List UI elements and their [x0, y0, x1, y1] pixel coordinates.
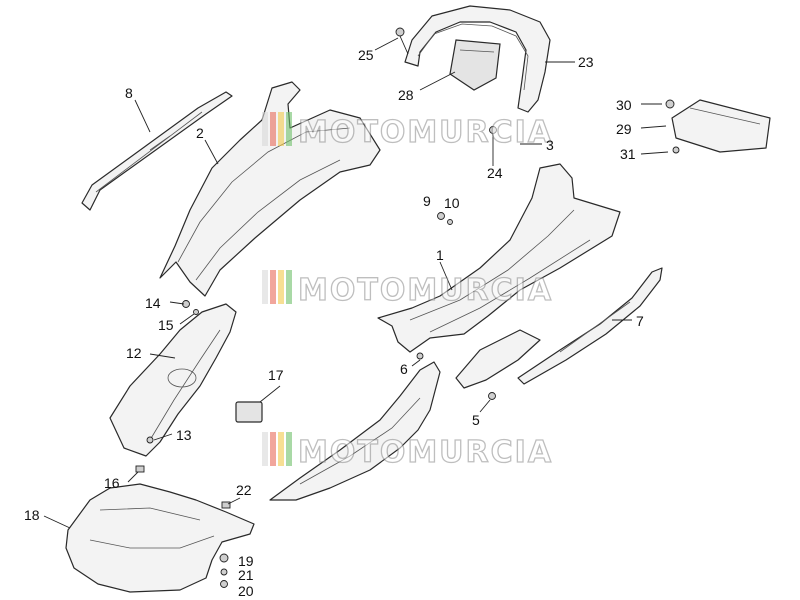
- callout-10: 10: [444, 195, 460, 211]
- washer-10-icon: [447, 219, 453, 225]
- watermark-text: MOTOMURCIA: [298, 435, 553, 470]
- part-12-inner-panel: [109, 303, 237, 457]
- callout-25: 25: [358, 47, 374, 63]
- watermark-2: MOTOMURCIA: [262, 270, 553, 309]
- part-6-lower-side-piece: [455, 329, 541, 389]
- nut-31-icon: [672, 146, 680, 154]
- callout-12: 12: [126, 345, 142, 361]
- callout-22: 22: [236, 482, 252, 498]
- part-28-bracket: [449, 39, 501, 91]
- leader-lines: [43, 37, 669, 529]
- part-7-right-trim-strip: [517, 267, 663, 385]
- clip-13-icon: [146, 436, 154, 444]
- clip-6-icon: [416, 352, 424, 360]
- bolt-20-icon: [220, 580, 228, 588]
- part-1-right-side-panel: [377, 163, 621, 353]
- part-8-trim-strip: [81, 91, 233, 211]
- fasteners: [135, 27, 680, 588]
- callout-19: 19: [238, 553, 254, 569]
- callout-labels: 8 2 25 23 28 30 29 31 3 24 9 10 1 7 14 1…: [24, 47, 644, 599]
- part-17-pad: [235, 401, 263, 423]
- part-2-left-side-panel: [159, 81, 381, 297]
- callout-7: 7: [636, 313, 644, 329]
- callout-3: 3: [546, 137, 554, 153]
- bolt-9-icon: [437, 212, 445, 220]
- callout-14: 14: [145, 295, 161, 311]
- watermark-1: MOTOMURCIA: [262, 112, 553, 151]
- callout-17: 17: [268, 367, 284, 383]
- callout-30: 30: [616, 97, 632, 113]
- bolt-5-icon: [488, 392, 496, 400]
- callout-23: 23: [578, 54, 594, 70]
- washer-15-icon: [193, 309, 199, 315]
- nut-21-icon: [220, 568, 228, 576]
- washer-icon: [489, 126, 497, 134]
- callout-2: 2: [196, 125, 204, 141]
- clip-22-icon: [221, 501, 231, 509]
- callout-15: 15: [158, 317, 174, 333]
- part-23-grab-handle: [404, 5, 551, 113]
- callout-8: 8: [125, 85, 133, 101]
- bolt-25-icon: [395, 27, 405, 37]
- callout-6: 6: [400, 361, 408, 377]
- bolt-30-icon: [665, 99, 675, 109]
- watermark-text: MOTOMURCIA: [298, 115, 553, 150]
- callout-28: 28: [398, 87, 414, 103]
- part-29-cover-plate: [671, 99, 771, 153]
- watermark-text: MOTOMURCIA: [298, 273, 553, 308]
- part-18-footboard: [65, 483, 255, 593]
- callout-29: 29: [616, 121, 632, 137]
- watermark-3: MOTOMURCIA: [262, 432, 553, 471]
- part-lower-side-cover: [269, 361, 441, 501]
- callout-24: 24: [487, 165, 503, 181]
- callout-5: 5: [472, 412, 480, 428]
- callout-13: 13: [176, 427, 192, 443]
- callout-9: 9: [423, 193, 431, 209]
- callout-20: 20: [238, 583, 254, 599]
- callout-31: 31: [620, 146, 636, 162]
- clip-16-icon: [135, 465, 145, 473]
- callout-16: 16: [104, 475, 120, 491]
- callout-21: 21: [238, 567, 254, 583]
- washer-19-icon: [219, 553, 229, 563]
- callout-1: 1: [436, 247, 444, 263]
- callout-18: 18: [24, 507, 40, 523]
